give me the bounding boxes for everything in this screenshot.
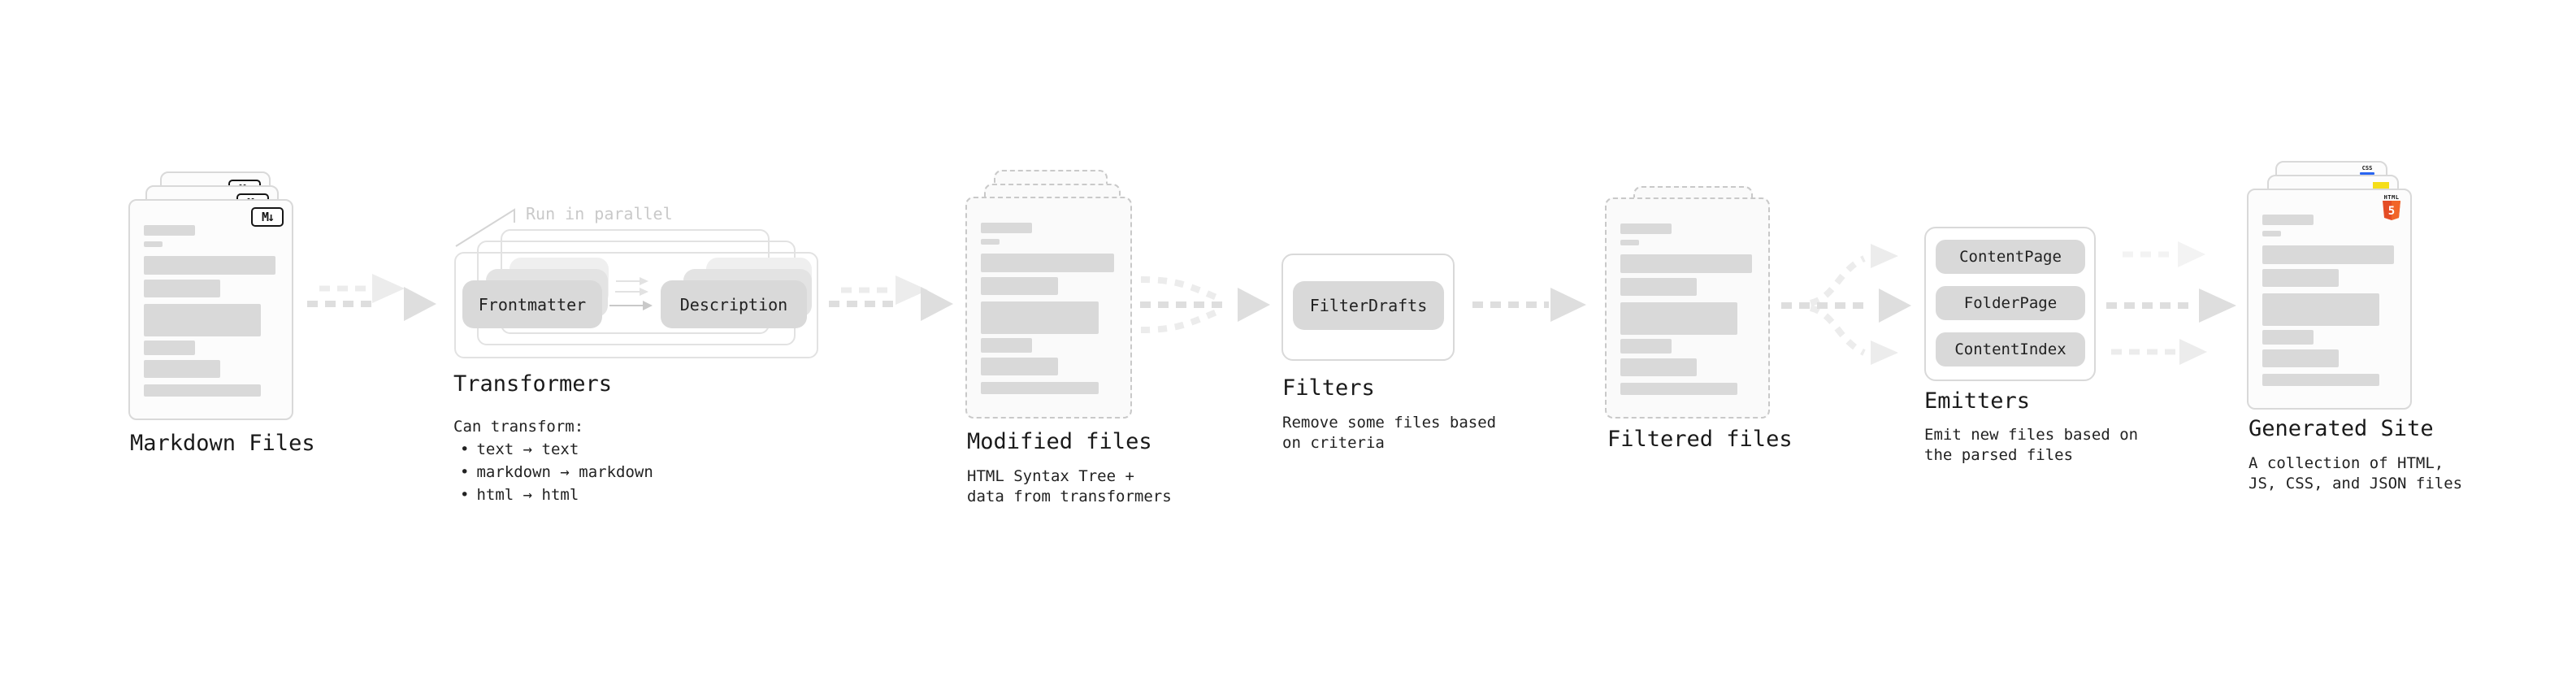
javascript-icon <box>2373 182 2389 189</box>
bullet-icon: • <box>460 440 470 458</box>
html5-shield: 5 <box>2383 201 2400 220</box>
generated-file-html: HTML 5 <box>2247 189 2412 410</box>
placeholder-bar <box>981 382 1099 394</box>
placeholder-bar <box>144 384 261 397</box>
folderpage-pill: FolderPage <box>1936 286 2085 320</box>
placeholder-bar <box>1620 254 1752 273</box>
placeholder-bar <box>981 254 1114 272</box>
placeholder-bar <box>144 225 195 236</box>
document-placeholder-lines <box>144 225 278 397</box>
placeholder-bar <box>144 241 163 247</box>
run-in-parallel-annotation: Run in parallel <box>526 204 673 223</box>
filtered-files-label: Filtered files <box>1607 427 1793 452</box>
placeholder-bar <box>1620 383 1737 395</box>
document-placeholder-lines <box>2262 215 2396 386</box>
desc-line: JS, CSS, and JSON files <box>2249 475 2463 492</box>
desc-line: Remove some files based <box>1282 414 1497 432</box>
desc-line: on criteria <box>1282 434 1385 452</box>
contentindex-pill: ContentIndex <box>1936 332 2085 367</box>
placeholder-bar <box>2262 245 2394 264</box>
placeholder-bar <box>1620 339 1672 354</box>
generated-site-label: Generated Site <box>2249 416 2434 441</box>
placeholder-bar <box>981 277 1059 295</box>
bullet-icon: • <box>460 463 470 481</box>
bullet-item: • text → text <box>460 438 653 461</box>
placeholder-bar <box>1620 278 1698 296</box>
placeholder-bar <box>1620 358 1698 376</box>
bullet-text: text → text <box>476 440 579 458</box>
transformers-desc-title: Can transform: <box>453 418 584 436</box>
desc-line: HTML Syntax Tree + <box>967 467 1134 485</box>
modified-files-label: Modified files <box>967 429 1152 454</box>
placeholder-bar <box>144 304 261 336</box>
emitters-desc: Emit new files based on the parsed files <box>1924 425 2138 466</box>
placeholder-bar <box>2262 374 2379 386</box>
placeholder-bar <box>2262 330 2314 345</box>
markdown-files-label: Markdown Files <box>130 431 315 456</box>
desc-line: A collection of HTML, <box>2249 454 2444 472</box>
transformers-label: Transformers <box>453 371 613 397</box>
placeholder-bar <box>144 360 221 378</box>
placeholder-bar <box>981 239 1000 245</box>
placeholder-bar <box>981 338 1033 353</box>
desc-line: the parsed files <box>1924 446 2074 464</box>
markdown-file-front: M↓ <box>128 199 293 420</box>
svg-text:5: 5 <box>2388 205 2395 218</box>
bullet-icon: • <box>460 486 470 504</box>
placeholder-bar <box>1620 302 1737 335</box>
document-placeholder-lines <box>1620 223 1754 395</box>
placeholder-bar <box>2262 231 2282 236</box>
css-icon-bar <box>2360 172 2374 175</box>
css-icon: CSS <box>2360 166 2374 175</box>
contentpage-pill: ContentPage <box>1936 240 2085 274</box>
placeholder-bar <box>1620 240 1640 245</box>
placeholder-bar <box>144 340 195 355</box>
placeholder-bar <box>2262 269 2340 287</box>
css-icon-label: CSS <box>2361 165 2373 171</box>
bullet-text: markdown → markdown <box>476 463 653 481</box>
html5-icon-word: HTML <box>2383 194 2400 201</box>
filters-desc: Remove some files based on criteria <box>1282 413 1496 453</box>
modified-files-desc: HTML Syntax Tree + data from transformer… <box>967 466 1172 507</box>
generated-site-desc: A collection of HTML, JS, CSS, and JSON … <box>2249 453 2462 494</box>
transformers-bullet-list: • text → text • markdown → markdown • html … <box>460 438 653 506</box>
markdown-icon: M↓ <box>251 207 284 227</box>
placeholder-bar <box>144 280 221 297</box>
frontmatter-pill: Frontmatter <box>462 280 602 328</box>
emitters-label: Emitters <box>1924 388 2031 414</box>
emitters-panel: ContentPage FolderPage ContentIndex <box>1924 227 2096 381</box>
placeholder-bar <box>1620 223 1672 234</box>
placeholder-bar <box>144 256 275 275</box>
placeholder-bar <box>981 301 1099 334</box>
bullet-item: • markdown → markdown <box>460 461 653 484</box>
html5-icon: HTML 5 <box>2382 194 2401 224</box>
transformer-card-front <box>454 252 818 358</box>
filterdrafts-pill: FilterDrafts <box>1293 281 1444 330</box>
desc-line: Emit new files based on <box>1924 426 2139 444</box>
document-placeholder-lines <box>981 223 1117 394</box>
placeholder-bar <box>2262 215 2314 225</box>
placeholder-bar <box>2262 349 2340 367</box>
bullet-text: html → html <box>476 486 579 504</box>
bullet-item: • html → html <box>460 484 653 506</box>
description-pill: Description <box>661 280 807 328</box>
desc-line: data from transformers <box>967 488 1172 505</box>
modified-file-front <box>965 197 1132 419</box>
filtered-file-front <box>1605 197 1770 419</box>
placeholder-bar <box>981 358 1059 375</box>
filters-label: Filters <box>1282 375 1375 401</box>
filters-panel: FilterDrafts <box>1281 254 1455 361</box>
placeholder-bar <box>2262 293 2379 326</box>
placeholder-bar <box>981 223 1033 233</box>
